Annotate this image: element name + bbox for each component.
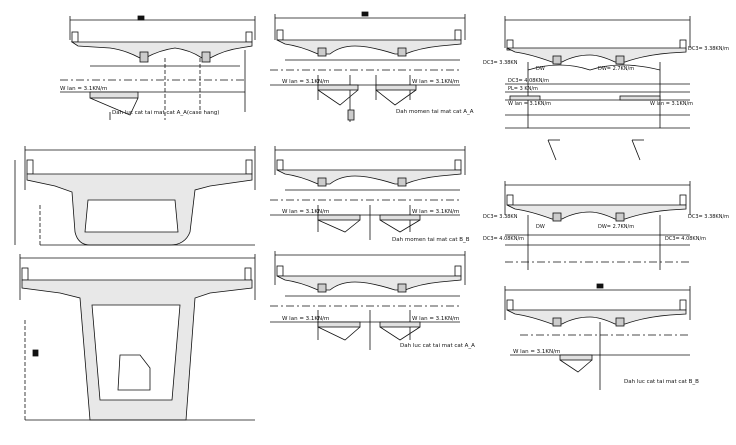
panel-e-dc-left: DC3= 3.38KN (483, 60, 518, 66)
panel-e-section (504, 16, 691, 161)
panel-e-pl: PL= 3 KN/m (508, 86, 538, 92)
panel-f-dw-right: DW= 2.7KN/m (598, 224, 634, 230)
panel-e-lane-right: W lan = 3.1KN/m (650, 101, 693, 107)
panel-f-section (504, 181, 691, 270)
panel-a-section (60, 15, 256, 120)
panel-e-dw-left: DW (536, 66, 545, 72)
panel-d-lane-right: W lan = 3.1KN/m (412, 316, 459, 322)
panel-e-lane-left: W lan = 3.1KN/m (508, 101, 551, 107)
panel-f-dw-left: DW (536, 224, 545, 230)
panel-g-caption: Dah luc cat tai mat cat B_B (624, 379, 699, 385)
panel-a-lane-label: W lan = 3.1KN/m (60, 86, 107, 92)
panel-e-dc-right: DC3= 3.38KN/m (688, 46, 729, 52)
panel-c-caption: Dah momen tai mat cat B_B (392, 237, 470, 243)
panel-e-dc2: DC3= 4.08KN/m (508, 78, 549, 84)
panel-i-deep-girder (19, 254, 256, 421)
panel-d-caption: Dah luc cat tai mat cat A_A (400, 343, 475, 349)
panel-g-section (504, 283, 691, 390)
panel-f-dc-left: DC3= 3.38KN (483, 214, 518, 220)
panel-g-lane-label: W lan = 3.1KN/m (513, 349, 560, 355)
panel-c-lane-left: W lan = 3.1KN/m (282, 209, 329, 215)
panel-b-lane-right: W lan = 3.1KN/m (412, 79, 459, 85)
panel-c-lane-right: W lan = 3.1KN/m (412, 209, 459, 215)
panel-c-section (270, 146, 466, 240)
panel-f-dc2-left: DC3= 4.08KN/m (483, 236, 524, 242)
panel-a-caption: Dah luc cat tai mat cat A_A(case hang) (112, 110, 219, 116)
panel-d-lane-left: W lan = 3.1KN/m (282, 316, 329, 322)
panel-h-box-girder (14, 146, 256, 246)
panel-b-caption: Dah momen tai mat cat A_A (396, 109, 474, 115)
panel-d-section (270, 251, 466, 350)
panel-f-dc2-right: DC3= 4.08KN/m (665, 236, 706, 242)
panel-b-section (270, 11, 466, 122)
panel-e-dw-right: DW= 2.7KN/m (598, 66, 634, 72)
panel-b-lane-left: W lan = 3.1KN/m (282, 79, 329, 85)
panel-f-dc-right: DC3= 3.38KN/m (688, 214, 729, 220)
